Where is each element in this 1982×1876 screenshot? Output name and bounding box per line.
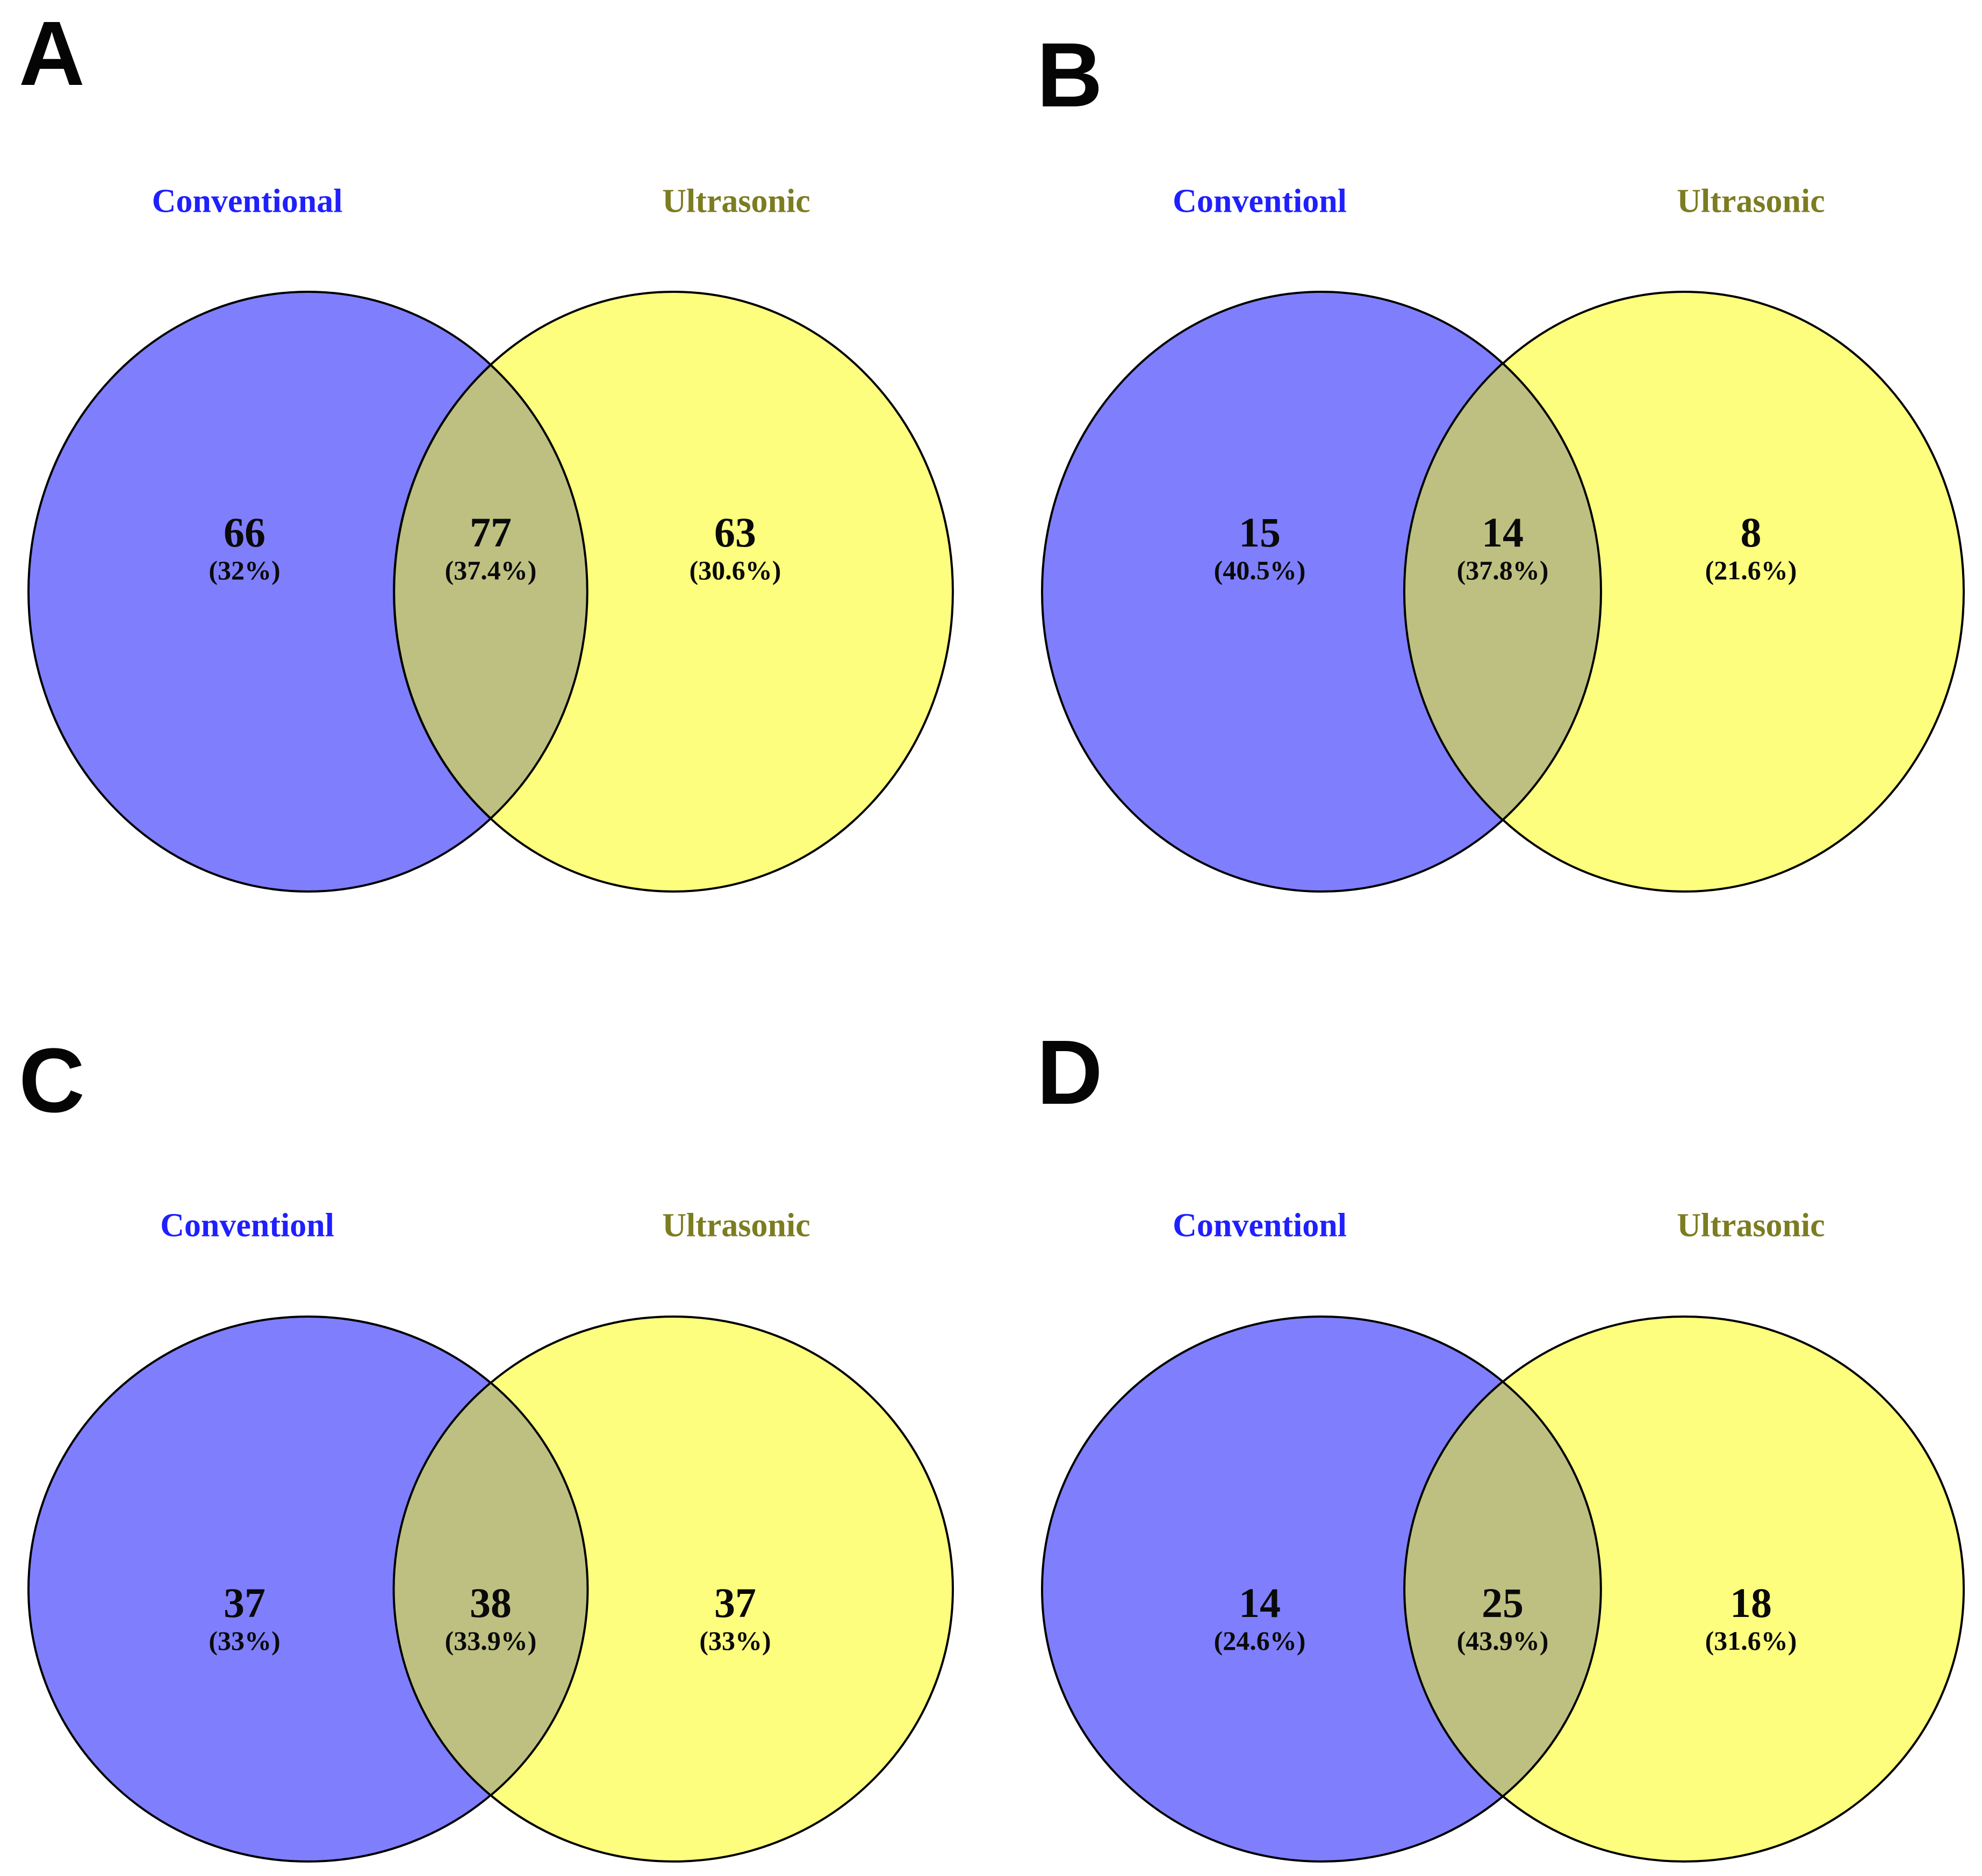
right-only-count: 63 [714,508,756,556]
panel-letter: A [19,3,85,105]
left-only-percent: (32%) [209,555,281,585]
ultrasonic-set-label: Ultrasonic [662,183,810,220]
panel-letter: B [1037,24,1103,126]
overlap-label: 38 (33.9%) [445,1582,537,1658]
left-only-label: 66 (32%) [209,508,281,587]
overlap-percent: (37.4%) [444,555,537,585]
right-only-percent: (30.6%) [689,555,781,585]
left-only-count: 37 [224,1579,265,1626]
overlap-label: 14 (37.8%) [1456,508,1549,587]
panel-letter: D [1037,1022,1103,1124]
overlap-count: 25 [1482,1579,1524,1626]
left-only-count: 14 [1239,1579,1281,1626]
right-only-label: 8 (21.6%) [1705,508,1797,587]
panel-b: B Conventionl Ultrasonic 15 (40.5%) 14 (… [991,0,1982,938]
conventional-set-label: Conventionl [1173,1207,1347,1244]
overlap-count: 14 [1482,508,1524,556]
overlap-region [1403,1380,1602,1798]
right-only-label: 37 (33%) [699,1582,771,1658]
overlap-percent: (43.9%) [1456,1625,1549,1656]
conventional-set-label: Conventionl [1173,183,1347,220]
overlap-percent: (33.9%) [444,1625,537,1656]
right-only-count: 18 [1730,1579,1772,1626]
venn-diagram [1041,1316,1965,1863]
overlap-region [392,1381,589,1797]
left-only-count: 66 [224,508,265,556]
left-only-count: 15 [1239,508,1281,556]
left-only-percent: (40.5%) [1213,555,1306,585]
panel-d: D Conventionl Ultrasonic 14 (24.6%) 25 (… [991,938,1982,1876]
ultrasonic-set-label: Ultrasonic [1677,183,1825,220]
overlap-region [393,363,588,820]
panel-c: C Conventionl Ultrasonic 37 (33%) 38 (33… [0,938,991,1876]
ultrasonic-set-label: Ultrasonic [662,1207,810,1244]
overlap-count: 77 [470,508,512,556]
panel-letter: C [19,1030,85,1132]
left-only-label: 37 (33%) [209,1582,280,1658]
right-only-label: 18 (31.6%) [1705,1582,1797,1658]
ultrasonic-set-label: Ultrasonic [1677,1207,1825,1244]
left-only-label: 14 (24.6%) [1214,1582,1306,1658]
right-only-percent: (21.6%) [1705,555,1797,585]
conventional-set-label: Conventionl [160,1207,334,1244]
right-only-count: 37 [714,1579,756,1626]
left-only-percent: (24.6%) [1213,1625,1306,1656]
overlap-percent: (37.8%) [1456,555,1549,585]
overlap-label: 25 (43.9%) [1457,1582,1549,1658]
right-only-percent: (31.6%) [1705,1625,1797,1656]
venn-diagram [27,291,954,893]
right-only-count: 8 [1740,508,1762,556]
overlap-label: 77 (37.4%) [444,508,537,587]
venn-diagram [27,1316,954,1863]
right-only-percent: (33%) [699,1625,771,1656]
venn-diagram [1041,291,1965,893]
left-only-label: 15 (40.5%) [1213,508,1306,587]
panel-a: A Conventional Ultrasonic 66 (32%) 77 (3… [0,0,991,938]
conventional-set-label: Conventional [152,183,343,220]
overlap-count: 38 [470,1579,512,1626]
left-only-percent: (33%) [209,1625,281,1656]
right-only-label: 63 (30.6%) [689,508,781,587]
overlap-region [1403,362,1603,822]
